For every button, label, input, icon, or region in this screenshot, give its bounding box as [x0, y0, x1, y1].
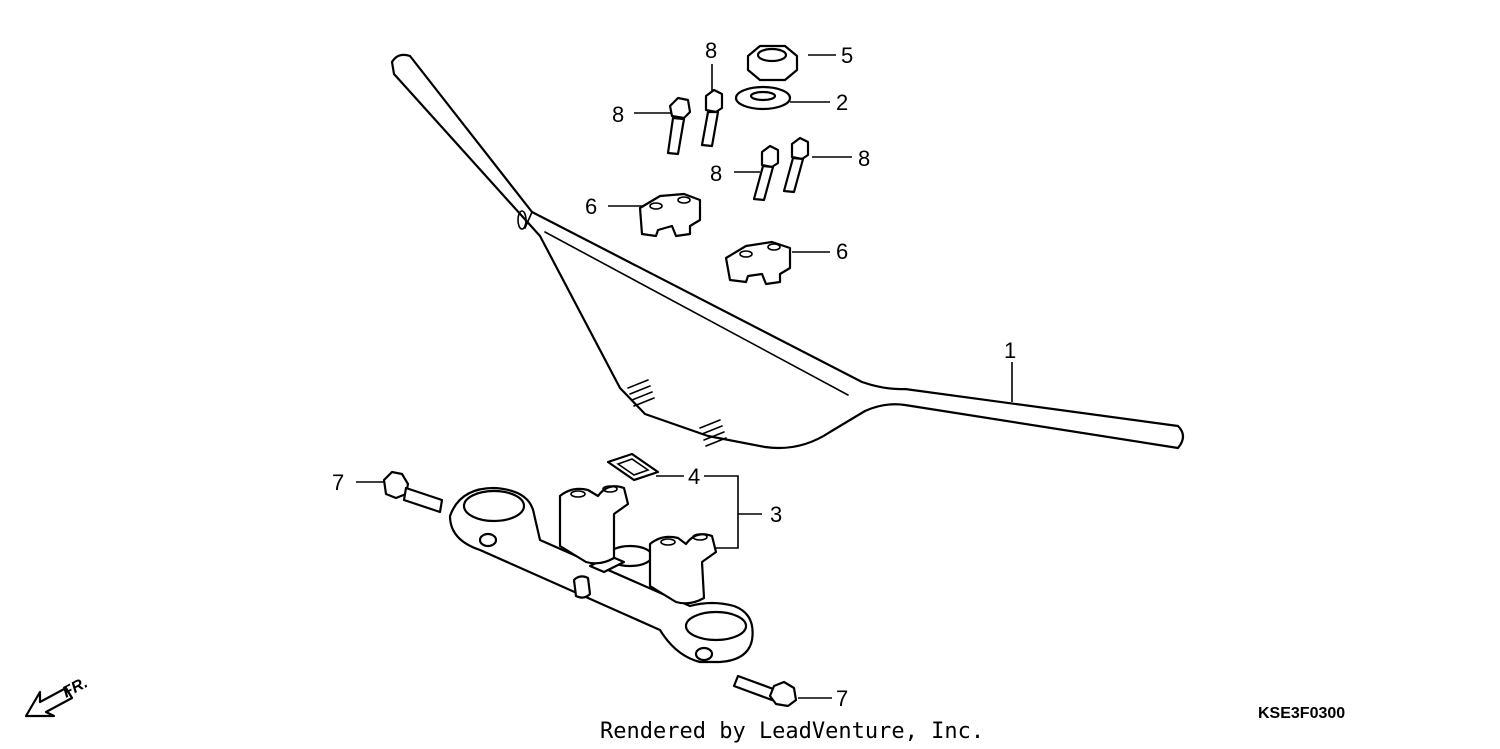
callout-6-upper: 6 [585, 194, 597, 219]
pinch-bolt-7-a[interactable] [382, 470, 444, 514]
callout-2: 2 [836, 90, 848, 115]
washer[interactable] [734, 85, 792, 111]
callout-7-right: 7 [836, 686, 848, 711]
credit-text: Rendered by LeadVenture, Inc. [600, 719, 984, 744]
callout-5: 5 [841, 43, 853, 68]
rubber-cushion[interactable] [606, 452, 660, 482]
front-direction-arrow-icon: FR. [24, 674, 91, 718]
upper-holder-b[interactable] [724, 240, 792, 286]
pinch-bolt-7-b[interactable] [732, 674, 798, 708]
callout-1: 1 [1004, 338, 1016, 363]
leader-lines [356, 54, 1013, 699]
knurl-right [699, 419, 727, 447]
nut[interactable] [746, 44, 799, 82]
bolt-8-c[interactable] [752, 144, 780, 202]
bolt-8-a[interactable] [666, 96, 692, 156]
callout-6-lower: 6 [836, 239, 848, 264]
callout-7-left: 7 [332, 470, 344, 495]
bolt-8-d[interactable] [782, 136, 810, 194]
knurl-left [627, 379, 655, 407]
upper-holder-a[interactable] [638, 192, 702, 238]
callout-8-top: 8 [705, 38, 717, 63]
callout-3: 3 [770, 502, 782, 527]
callout-8-mid: 8 [710, 161, 722, 186]
lower-holder-bridge[interactable] [448, 485, 754, 664]
diagram-code: KSE3F0300 [1258, 705, 1345, 722]
handlebar[interactable] [390, 53, 1185, 450]
callout-8-left: 8 [612, 102, 624, 127]
callout-4: 4 [688, 464, 700, 489]
callout-8-right: 8 [858, 146, 870, 171]
bolt-8-b[interactable] [700, 88, 724, 148]
